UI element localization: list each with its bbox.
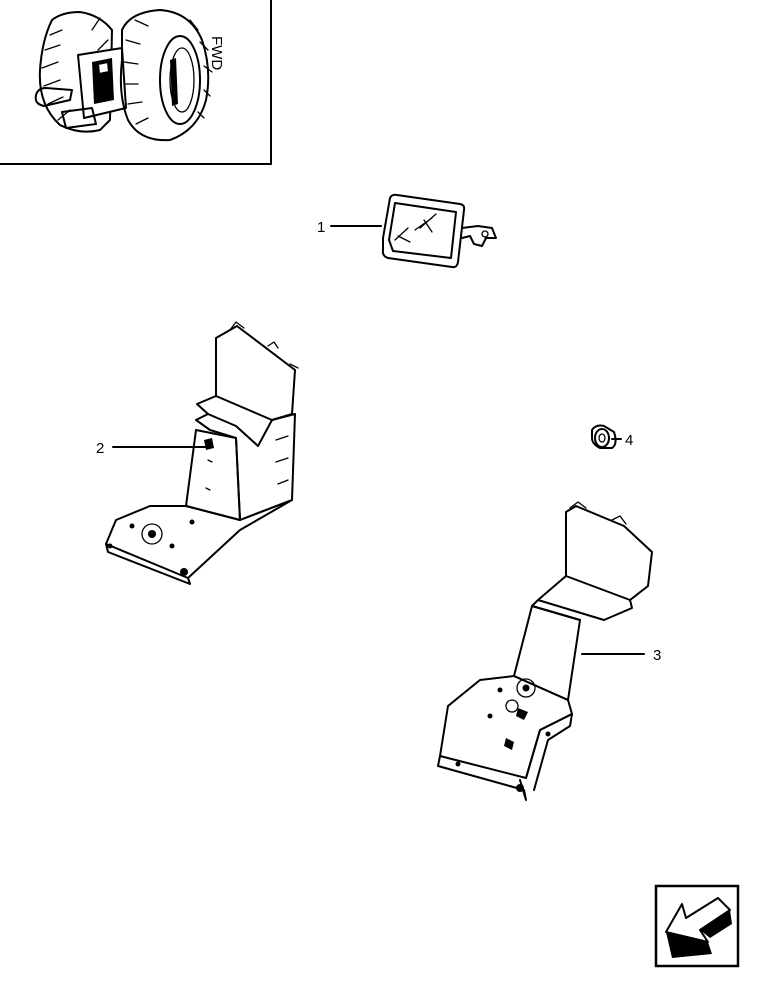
- right-side-panel-part: [437, 501, 653, 801]
- callout-1: 1: [317, 219, 325, 236]
- spacer-part: [591, 424, 617, 449]
- left-side-panel-part: [105, 321, 299, 585]
- arrow-back-icon[interactable]: [654, 884, 740, 968]
- tractor-wheel-inset: [34, 9, 213, 142]
- fwd-label: FWD: [208, 36, 225, 70]
- inset-frame: [0, 0, 272, 165]
- callout-3: 3: [653, 647, 661, 664]
- callout-4: 4: [625, 432, 633, 449]
- mirror-part: [381, 193, 497, 269]
- callout-2: 2: [96, 440, 104, 457]
